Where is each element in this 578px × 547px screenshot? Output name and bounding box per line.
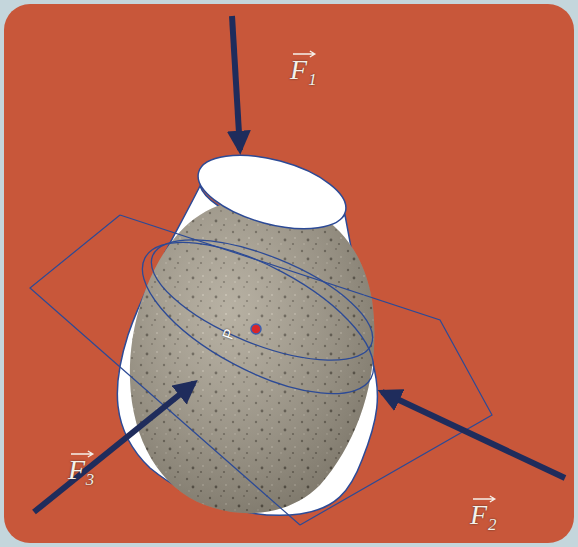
background-panel: [4, 4, 574, 543]
force-label: F₂: [470, 500, 497, 531]
force-arrow: [232, 16, 240, 150]
force-arrow: [34, 383, 194, 512]
cylinder-body: [117, 186, 377, 515]
cutting-plane: [30, 215, 492, 525]
force-arrow: [382, 392, 565, 478]
point-dot: [251, 324, 261, 334]
cylinder-top: [190, 141, 353, 242]
force-label: F₃: [68, 455, 95, 486]
force-label: F₁: [290, 55, 317, 86]
stone: [130, 200, 374, 514]
section-ellipse: [121, 212, 396, 424]
section-ellipse: [136, 215, 388, 385]
stone-shading: [130, 200, 374, 514]
